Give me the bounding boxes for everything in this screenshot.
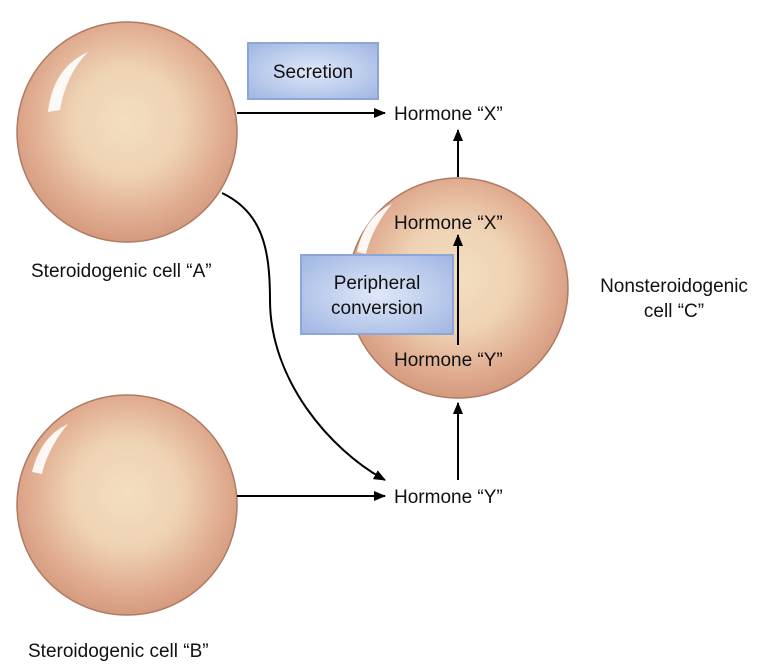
cell-b-label: Steroidogenic cell “B” <box>28 641 209 662</box>
steroidogenic-cell-a <box>16 21 238 243</box>
hormone-y-label-outside: Hormone “Y” <box>394 487 503 508</box>
secretion-label: Secretion <box>273 62 353 83</box>
hormone-x-label-inside: Hormone “X” <box>394 213 503 234</box>
steroidogenic-cell-b <box>16 394 238 616</box>
cell-c-label-line2: cell “C” <box>644 301 704 322</box>
peripheral-label-line2: conversion <box>331 298 423 319</box>
peripheral-label-line1: Peripheral <box>334 273 421 294</box>
cell-c-label-line1: Nonsteroidogenic <box>600 276 748 297</box>
hormone-y-label-inside: Hormone “Y” <box>394 350 503 371</box>
cell-a-label: Steroidogenic cell “A” <box>31 261 212 282</box>
secretion-box: Secretion <box>247 42 379 100</box>
peripheral-conversion-box: Peripheral conversion <box>300 254 454 335</box>
arrow-a-to-hormone-y <box>221 192 386 481</box>
hormone-x-label-outside: Hormone “X” <box>394 104 503 125</box>
